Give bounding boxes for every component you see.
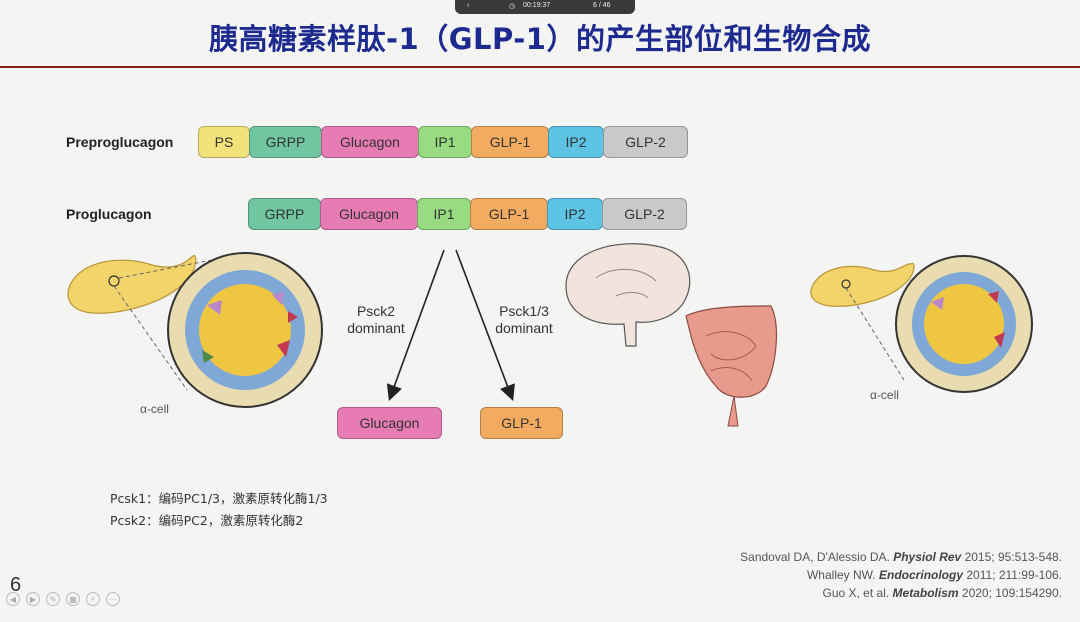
pancreas-islet-illustration-right [810, 255, 1033, 393]
prev-control-icon[interactable]: ◀ [6, 592, 20, 606]
proglucagon-segment-grpp: GRPP [248, 198, 321, 230]
psck2-line2: dominant [347, 320, 405, 336]
proglucagon-segment-ip2: IP2 [547, 198, 603, 230]
ref1-rest: 2015; 95:513-548. [964, 550, 1062, 564]
intestine-icon [685, 305, 778, 398]
psck2-line1: Psck2 [356, 303, 396, 319]
psck2-label: Psck2 dominant [336, 303, 416, 337]
viewer-time: 00:19:37 [523, 2, 551, 9]
ref1-authors: Sandoval DA, D'Alessio DA. [740, 550, 890, 564]
more-control-icon[interactable]: ⋯ [106, 592, 120, 606]
preproglucagon-label: Preproglucagon [66, 134, 174, 150]
psck13-label: Psck1/3 dominant [484, 303, 564, 337]
ref2-journal: Endocrinology [879, 568, 964, 582]
pancreas-icon-right [810, 262, 915, 307]
psck13-line1: Psck1/3 [499, 303, 549, 319]
preproglucagon-segment-glp1: GLP-1 [471, 126, 549, 158]
alpha-cell-label-left: α-cell [140, 402, 169, 416]
preproglucagon-segment-glp2: GLP-2 [603, 126, 688, 158]
alpha-cell-label-right: α-cell [870, 388, 899, 402]
preproglucagon-segment-ps: PS [198, 126, 250, 158]
ref3-authors: Guo X, et al. [822, 586, 890, 600]
clock-icon: ◷ [509, 3, 516, 10]
reference-2: Whalley NW. Endocrinology 2011; 211:99-1… [807, 568, 1062, 582]
note-pcsk1: Pcsk1：编码PC1/3，激素原转化酶1/3 [110, 491, 328, 506]
proglucagon-label: Proglucagon [66, 206, 152, 222]
pen-control-icon[interactable]: ✎ [46, 592, 60, 606]
slide-title: 胰高糖素样肽-1（GLP-1）的产生部位和生物合成 [209, 22, 871, 56]
pancreas-islet-illustration-left [67, 252, 323, 408]
back-icon[interactable]: ‹ [467, 2, 470, 9]
brain-icon [565, 243, 691, 347]
page-counter: 6 / 46 [593, 2, 611, 9]
preproglucagon-segment-grpp: GRPP [249, 126, 322, 158]
ref2-authors: Whalley NW. [806, 568, 876, 582]
ref2-rest: 2011; 211:99-106. [966, 568, 1062, 582]
note-pcsk2: Pcsk2：编码PC2，激素原转化酶2 [110, 513, 304, 528]
ref3-journal: Metabolism [892, 586, 959, 600]
reference-1: Sandoval DA, D'Alessio DA. Physiol Rev 2… [740, 550, 1062, 564]
page-number: 6 [10, 574, 22, 596]
product-glucagon: Glucagon [337, 407, 442, 439]
preproglucagon-segment-ip1: IP1 [418, 126, 472, 158]
viewer-toolbar: ‹ ◷ 00:19:37 6 / 46 [455, 0, 635, 14]
proglucagon-segment-glp1: GLP-1 [470, 198, 548, 230]
ref3-rest: 2020; 109:154290. [961, 586, 1062, 600]
grid-control-icon[interactable]: ▦ [66, 592, 80, 606]
title-divider [0, 66, 1080, 68]
zoom-control-icon[interactable]: ⌕ [86, 592, 100, 606]
islet-beta-core [199, 284, 291, 376]
product-glp1: GLP-1 [480, 407, 563, 439]
reference-3: Guo X, et al. Metabolism 2020; 109:15429… [822, 586, 1062, 600]
ref1-journal: Physiol Rev [893, 550, 962, 564]
next-control-icon[interactable]: ▶ [26, 592, 40, 606]
brain-gut-illustration [565, 243, 778, 427]
proglucagon-segment-glp2: GLP-2 [602, 198, 687, 230]
psck13-line2: dominant [495, 320, 553, 336]
preproglucagon-segment-glucagon: Glucagon [321, 126, 419, 158]
preproglucagon-segment-ip2: IP2 [548, 126, 604, 158]
proglucagon-segment-ip1: IP1 [417, 198, 471, 230]
proglucagon-segment-glucagon: Glucagon [320, 198, 418, 230]
